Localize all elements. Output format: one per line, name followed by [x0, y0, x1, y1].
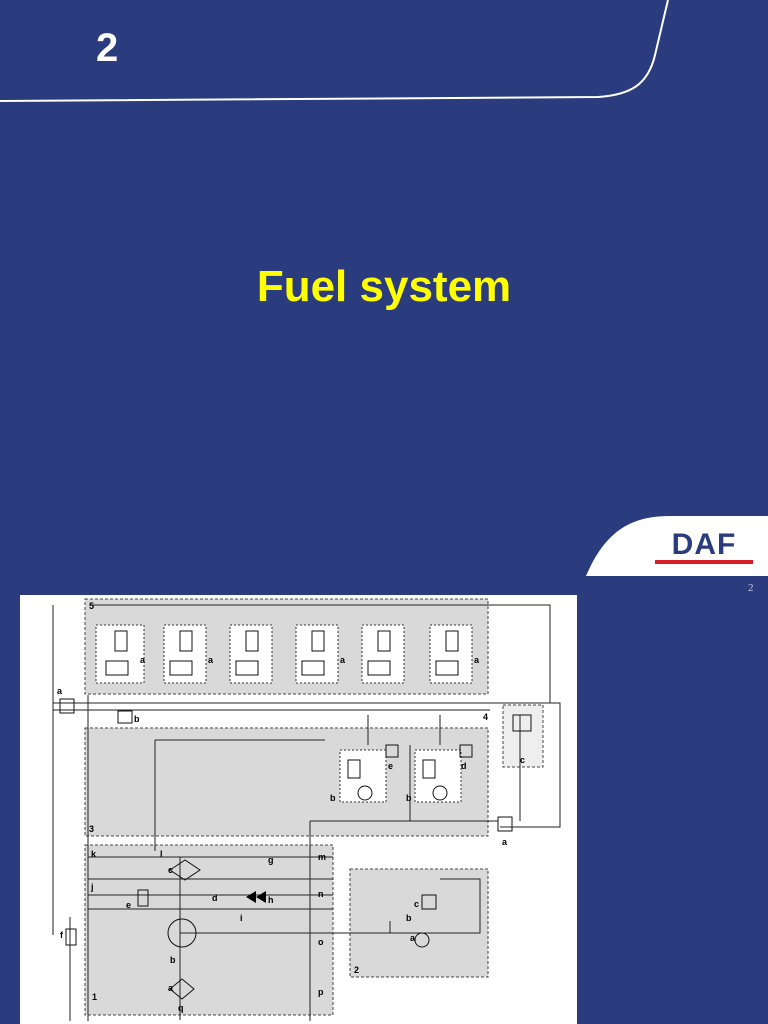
group-box-1 [84, 844, 334, 1016]
label-d-mid: d [212, 893, 218, 903]
daf-logo-stripe [655, 560, 753, 564]
label-e-sensor: e [388, 761, 393, 771]
label-c-right: c [520, 755, 525, 765]
label-f: f [60, 930, 64, 940]
label-c-box2: c [414, 899, 419, 909]
group-label-5: 5 [89, 601, 94, 611]
label-d-sensor: d [461, 761, 467, 771]
label-l: l [160, 849, 163, 859]
label-b-box2: b [406, 913, 412, 923]
label-h: h [268, 895, 274, 905]
label-c-filter: c [168, 865, 173, 875]
label-e-left: e [126, 900, 131, 910]
label-a-injector-5: a [340, 655, 346, 665]
label-a-right: a [502, 837, 508, 847]
label-q: q [178, 1003, 184, 1013]
label-o: o [318, 937, 324, 947]
label-b-pump-1: b [330, 793, 336, 803]
label-g: g [268, 855, 274, 865]
group-label-4: 4 [483, 712, 488, 722]
label-b-top: b [134, 714, 140, 724]
label-n: n [318, 889, 324, 899]
slide-number: 2 [96, 26, 119, 70]
page-number: 2 [748, 582, 754, 594]
group-label-2: 2 [354, 965, 359, 975]
header-curve-line [0, 0, 669, 102]
label-b-pump-2: b [406, 793, 412, 803]
label-a-low-filter: a [168, 983, 174, 993]
label-p: p [318, 987, 324, 997]
daf-logo: DAF [671, 528, 737, 561]
label-a-injector-3: a [208, 655, 214, 665]
label-b-low-pump: b [170, 955, 176, 965]
fuel-system-diagram: 5 4 3 1 2 a a a a a b c e d b b a k l m … [20, 595, 577, 1024]
label-k: k [91, 849, 97, 859]
label-a-injector-1: a [140, 655, 146, 665]
label-a-box2: a [410, 933, 416, 943]
label-a-injector-6: a [474, 655, 480, 665]
group-box-5 [84, 598, 489, 695]
group-label-3: 3 [89, 824, 94, 834]
label-j: j [90, 882, 94, 892]
group-label-1: 1 [92, 992, 97, 1002]
label-a-topleft: a [57, 686, 63, 696]
slide-title: Fuel system [256, 262, 512, 311]
group-box-2 [349, 868, 489, 978]
label-m: m [318, 852, 326, 862]
label-i: i [240, 913, 243, 923]
